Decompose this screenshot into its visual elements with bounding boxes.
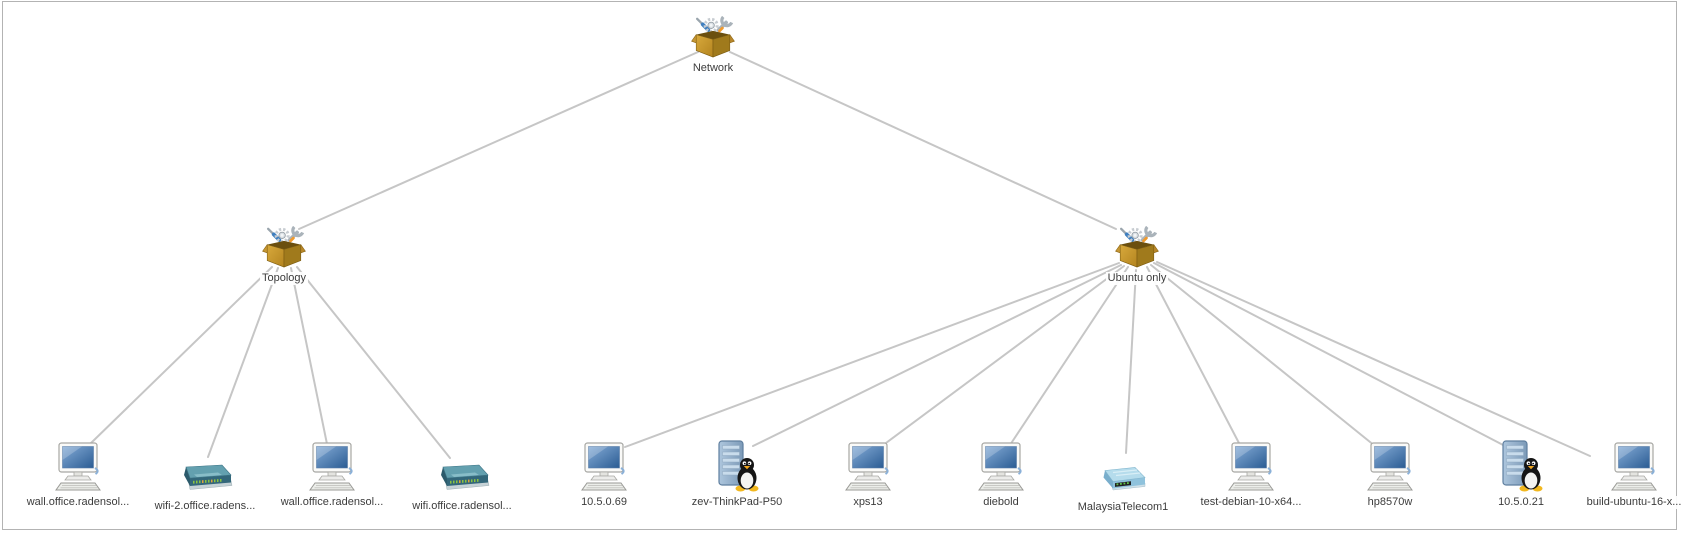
node-label: hp8570w [1365, 496, 1415, 509]
node-label: xps13 [851, 496, 885, 509]
node-zev-thinkpad-p50[interactable]: zev-ThinkPad-P50 [662, 438, 812, 509]
router-icon [176, 438, 234, 496]
node-label: 10.5.0.69 [579, 496, 629, 509]
node-label: wifi.office.radensol... [410, 500, 514, 513]
node-ubuntu-only[interactable]: Ubuntu only [1077, 226, 1197, 285]
node-label: test-debian-10-x64... [1198, 496, 1304, 509]
node-10-5-0-21[interactable]: 10.5.0.21 [1446, 438, 1596, 509]
node-wall-office-2[interactable]: wall.office.radensol... [257, 438, 407, 509]
router-icon [433, 438, 491, 496]
node-wifi-office[interactable]: wifi.office.radensol... [387, 438, 537, 513]
node-10-5-0-69[interactable]: 10.5.0.69 [529, 438, 679, 509]
node-label: wall.office.radensol... [24, 496, 132, 509]
node-topology[interactable]: Topology [224, 226, 344, 285]
node-label: diebold [981, 496, 1021, 509]
node-label: zev-ThinkPad-P50 [689, 496, 785, 509]
node-label: wall.office.radensol... [278, 496, 386, 509]
node-label: 10.5.0.21 [1496, 496, 1546, 509]
node-label: build-ubuntu-16-x... [1584, 496, 1684, 509]
node-wifi-2-office[interactable]: wifi-2.office.radens... [130, 438, 280, 513]
node-label: MalaysiaTelecom1 [1075, 501, 1171, 514]
node-label: Topology [259, 272, 309, 285]
node-hp8570w[interactable]: hp8570w [1315, 438, 1465, 509]
package-icon [1114, 226, 1160, 268]
package-icon [690, 16, 736, 58]
node-test-debian-10-x64[interactable]: test-debian-10-x64... [1176, 438, 1326, 509]
linux-server-icon [1495, 438, 1547, 492]
node-label: wifi-2.office.radens... [152, 500, 258, 513]
node-label: Ubuntu only [1105, 272, 1169, 285]
computer-icon [52, 438, 104, 492]
node-label: Network [690, 62, 736, 75]
computer-icon [1364, 438, 1416, 492]
computer-icon [1225, 438, 1277, 492]
modem-icon [1097, 438, 1149, 497]
package-icon [261, 226, 307, 268]
node-diebold[interactable]: diebold [926, 438, 1076, 509]
computer-icon [975, 438, 1027, 492]
node-wall-office-1[interactable]: wall.office.radensol... [3, 438, 153, 509]
computer-icon [306, 438, 358, 492]
node-malaysiatelecom1[interactable]: MalaysiaTelecom1 [1048, 438, 1198, 514]
node-network[interactable]: Network [653, 16, 773, 75]
linux-server-icon [711, 438, 763, 492]
computer-icon [1608, 438, 1660, 492]
node-build-ubuntu-16-x[interactable]: build-ubuntu-16-x... [1559, 438, 1686, 509]
computer-icon [842, 438, 894, 492]
node-xps13[interactable]: xps13 [793, 438, 943, 509]
computer-icon [578, 438, 630, 492]
